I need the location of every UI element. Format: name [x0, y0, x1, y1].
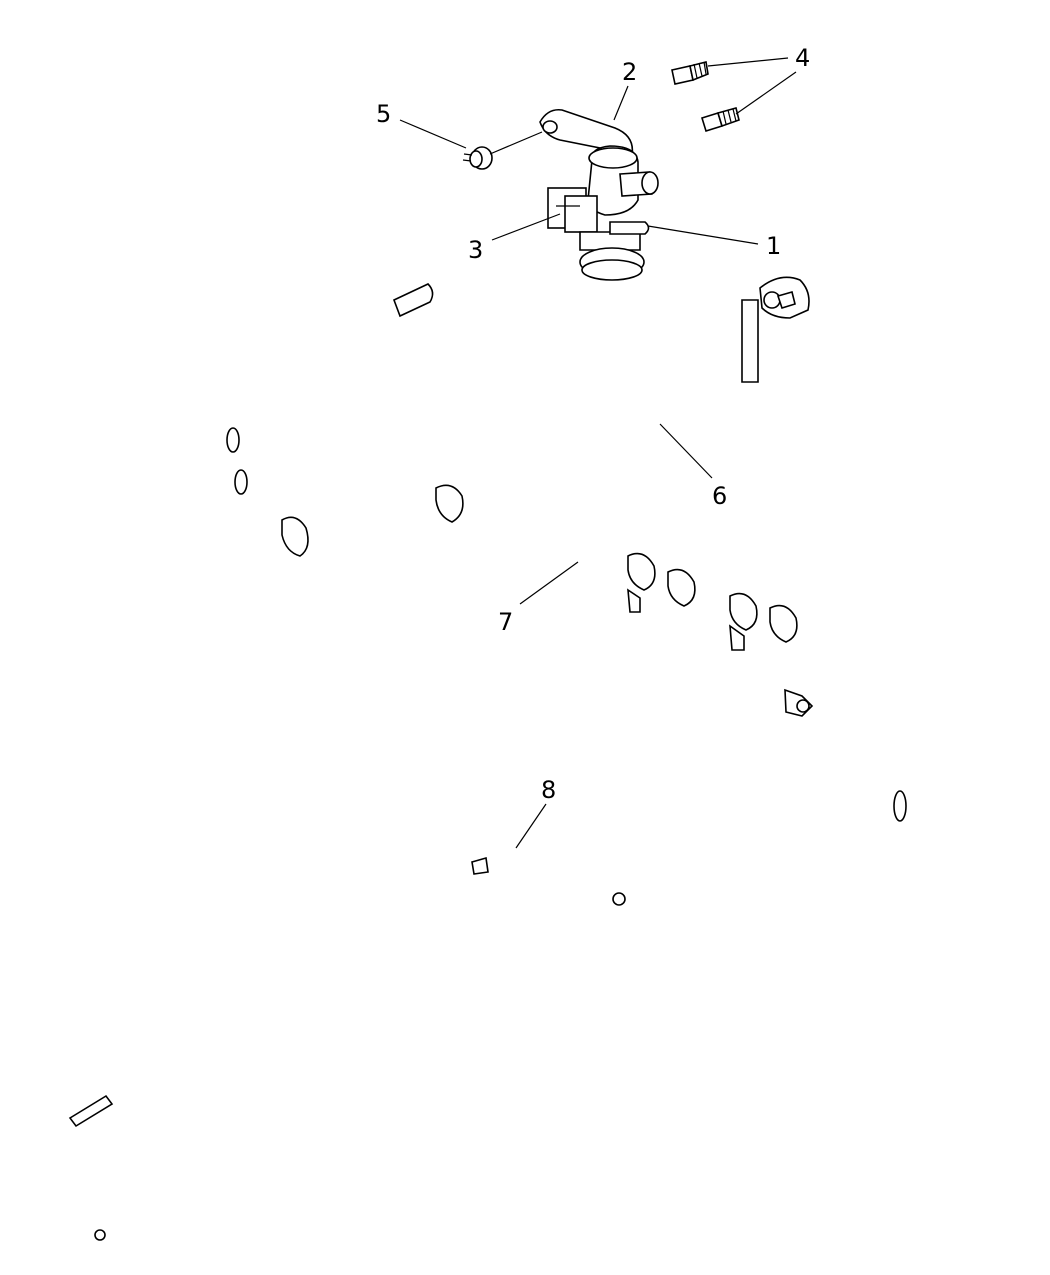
leader-4b: [735, 71, 797, 115]
screw-upper: [671, 61, 709, 85]
leader-5: [399, 119, 467, 149]
leader-6: [659, 423, 713, 479]
fuel-tube: [40, 681, 814, 1241]
vacuum-hose: [381, 276, 810, 448]
leader-5b: [489, 131, 543, 155]
callout-7: 7: [498, 608, 513, 636]
callout-8: 8: [541, 776, 556, 804]
callout-1: 1: [766, 232, 781, 260]
leader-3: [491, 213, 561, 241]
callout-6: 6: [712, 482, 727, 510]
callout-2: 2: [622, 58, 637, 86]
leader-7: [519, 561, 579, 605]
valve-assembly: [539, 108, 659, 281]
leader-lines: [399, 57, 797, 849]
leader-8: [515, 803, 547, 849]
callout-3: 3: [468, 236, 483, 264]
callout-labels: 1 2 3 4 5 6 7 8: [376, 44, 810, 804]
leader-2: [613, 85, 629, 121]
callout-4: 4: [795, 44, 810, 72]
bracket: [539, 108, 634, 167]
leader-4a: [707, 57, 789, 67]
callout-5: 5: [376, 100, 391, 128]
nut: [462, 146, 493, 170]
bracket-hole: [542, 120, 558, 134]
screw-lower: [701, 107, 740, 133]
leader-1: [647, 225, 759, 245]
vapor-hose: [140, 427, 915, 822]
